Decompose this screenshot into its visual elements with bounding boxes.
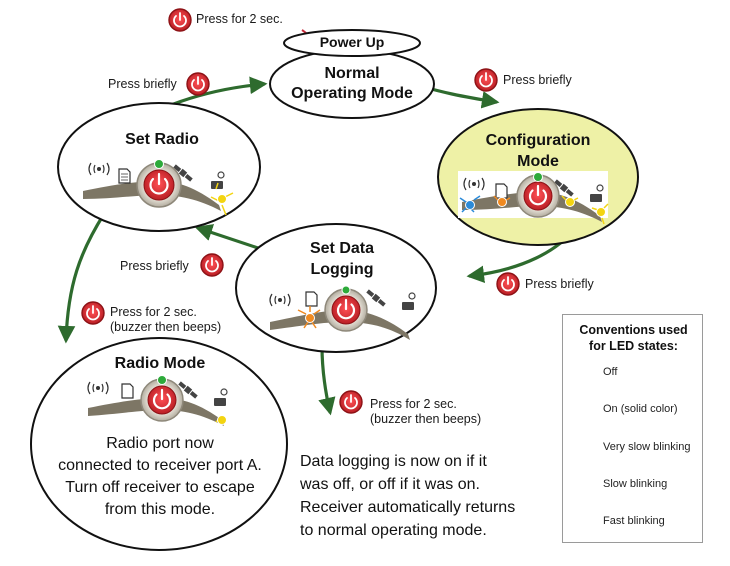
antenna-icon <box>88 162 110 176</box>
legend-item-fast: Fast blinking <box>603 515 665 527</box>
led-legend: Conventions used for LED states: Off On … <box>562 314 703 543</box>
state-title-normal-2: Operating Mode <box>291 85 413 102</box>
radio-mode-text-1: Radio port now <box>106 435 214 452</box>
label-buzzer-datalog: (buzzer then beeps) <box>370 412 482 426</box>
legend-item-off: Off <box>603 366 618 378</box>
power-button-icon <box>474 68 498 92</box>
state-title-set-data-logging-2: Logging <box>310 261 374 278</box>
data-logging-text-1: Data logging is now on if it <box>300 453 487 470</box>
legend-item-very-slow: Very slow blinking <box>603 441 691 453</box>
state-title-configuration-2: Mode <box>517 153 559 170</box>
antenna-icon <box>463 177 485 191</box>
sd-card-icon <box>121 383 134 399</box>
power-button-icon <box>200 253 224 277</box>
satellite-icon <box>178 381 198 399</box>
state-title-configuration-1: Configuration <box>485 132 591 149</box>
receiver-panel-data-logging <box>269 285 416 340</box>
led-green <box>157 375 167 385</box>
panel-bar <box>270 310 410 340</box>
led-fast-blink <box>210 182 234 216</box>
label-press-briefly-config: Press briefly <box>525 277 594 291</box>
state-title-normal-1: Normal <box>324 65 380 82</box>
state-title-set-radio: Set Radio <box>125 131 199 148</box>
radio-mode-text-2: connected to receiver port A. <box>58 457 262 474</box>
led-yellow-blink <box>561 195 579 201</box>
power-button-icon <box>186 72 210 96</box>
led-green <box>533 172 543 182</box>
legend-item-on: On (solid color) <box>603 403 678 415</box>
led-orange-fast <box>297 306 321 329</box>
led-orange-blink <box>493 195 511 201</box>
label-press-briefly-normal: Press briefly <box>503 73 572 87</box>
data-logging-text-4: to normal operating mode. <box>300 522 487 539</box>
power-button-icon <box>81 301 105 325</box>
label-press-2sec-setradio: Press for 2 sec. <box>110 305 197 319</box>
satellite-icon <box>173 164 193 182</box>
antenna-icon <box>87 381 109 395</box>
satellite-icon <box>554 179 574 197</box>
modem-icon <box>590 184 604 202</box>
label-press-briefly-setradio: Press briefly <box>108 77 177 91</box>
label-press-briefly-datalog: Press briefly <box>120 259 189 273</box>
label-press-2sec-datalog: Press for 2 sec. <box>370 397 457 411</box>
legend-title-1: Conventions used <box>579 323 688 337</box>
state-power-up-ellipse <box>283 29 421 57</box>
radio-mode-text-4: from this mode. <box>104 501 216 518</box>
legend-item-slow: Slow blinking <box>603 478 668 490</box>
state-title-power-up: Power Up <box>319 34 385 50</box>
label-buzzer-setradio: (buzzer then beeps) <box>110 320 222 334</box>
legend-title-2: for LED states: <box>589 339 678 353</box>
power-button-icon <box>339 390 363 414</box>
state-radio-mode-ellipse <box>30 337 288 551</box>
data-logging-text-3: Receiver automatically returns <box>300 499 516 516</box>
power-button-icon <box>168 8 192 32</box>
sd-card-icon <box>495 183 508 199</box>
power-button-icon <box>496 272 520 296</box>
receiver-panel-configuration <box>459 172 609 225</box>
led-green <box>341 285 351 295</box>
arrow-setradio-to-radiomode <box>57 212 106 344</box>
receiver-panel-radio-mode <box>87 375 228 426</box>
state-title-set-data-logging-1: Set Data <box>309 240 375 257</box>
state-title-radio-mode: Radio Mode <box>114 355 206 372</box>
panel-bar <box>88 398 224 426</box>
radio-mode-text-3: Turn off receiver to escape <box>65 479 255 496</box>
label-press-2sec-powerup: Press for 2 sec. <box>196 12 283 26</box>
arrow-datalog-to-result <box>318 344 336 416</box>
sd-card-icon <box>305 291 318 307</box>
arrow-datalog-to-setradio <box>194 224 266 252</box>
modem-icon <box>402 292 416 310</box>
modem-icon <box>214 388 228 406</box>
panel-bar <box>83 181 221 211</box>
receiver-panel-set-radio <box>83 159 234 216</box>
led-green <box>154 159 164 169</box>
satellite-icon <box>366 289 386 307</box>
sd-card-icon <box>118 168 131 184</box>
antenna-icon <box>269 293 291 307</box>
data-logging-text-2: was off, or off if it was on. <box>300 476 480 493</box>
